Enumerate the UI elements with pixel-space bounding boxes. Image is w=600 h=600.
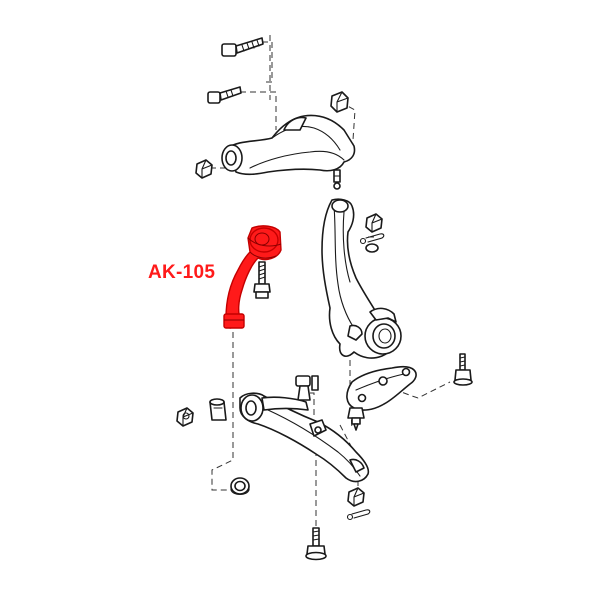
bolt-top bbox=[221, 37, 264, 57]
bolt-ball-joint bbox=[453, 353, 473, 386]
cotter-pin-lower bbox=[346, 509, 371, 521]
nut-knuckle bbox=[365, 213, 383, 233]
small-washer bbox=[365, 243, 379, 253]
nut-bottom-right bbox=[347, 487, 365, 507]
upper-control-arm bbox=[221, 114, 356, 190]
bolt-bottom bbox=[305, 527, 327, 561]
highlighted-arm-ak-105 bbox=[223, 225, 282, 329]
cotter-pin-upper bbox=[359, 233, 385, 245]
steering-knuckle bbox=[321, 198, 402, 359]
part-number-label: AK-105 bbox=[148, 262, 216, 283]
nut-upper-left bbox=[195, 159, 213, 179]
nut-lower-left bbox=[176, 407, 194, 427]
bolt-strut-rod bbox=[295, 375, 319, 401]
bushing-lower bbox=[209, 398, 227, 421]
bolt-upper-second bbox=[207, 86, 242, 104]
strut-rod bbox=[261, 396, 309, 411]
ball-joint bbox=[346, 365, 417, 431]
bolt-arm-mount bbox=[253, 261, 271, 299]
bushing-bottom bbox=[230, 477, 250, 496]
nut-upper-right bbox=[330, 91, 349, 113]
